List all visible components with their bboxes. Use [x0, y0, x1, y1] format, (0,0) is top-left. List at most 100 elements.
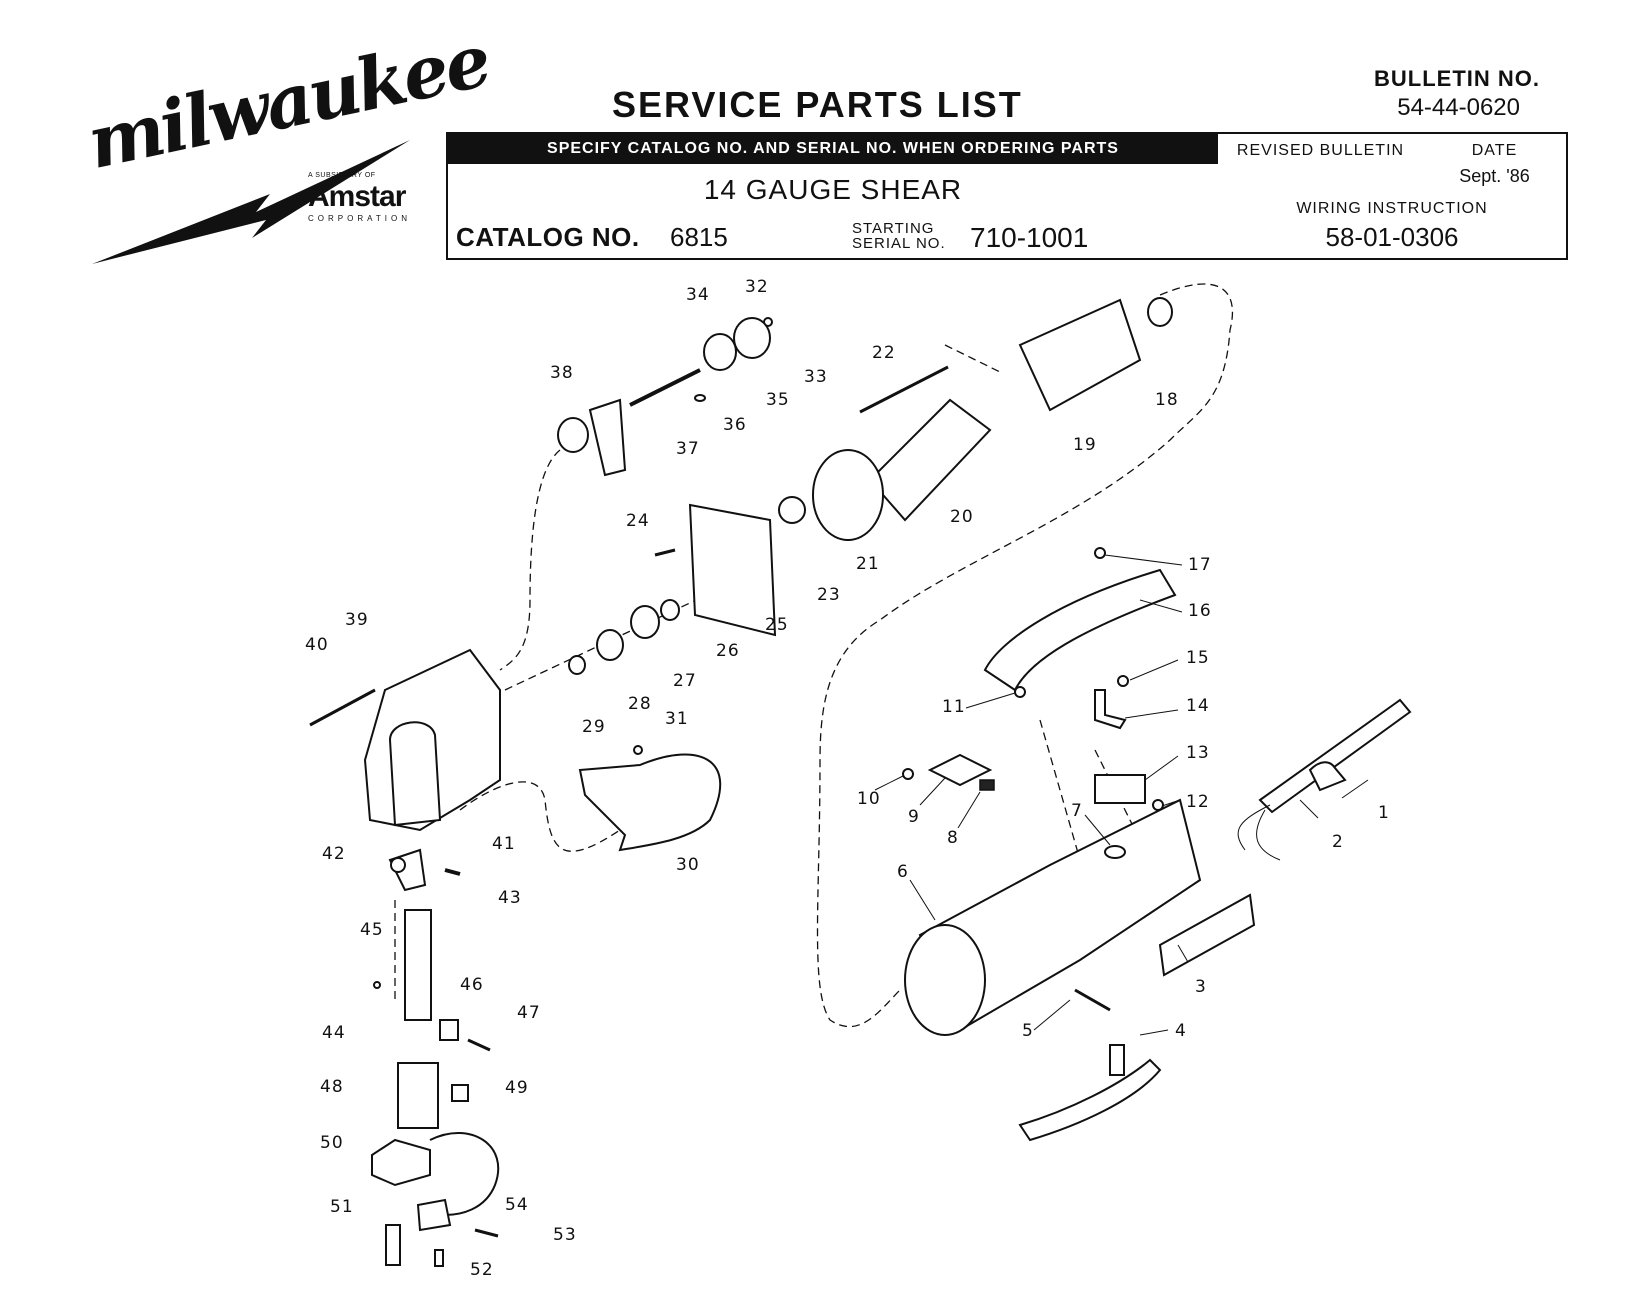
bracket-14 [1094, 689, 1127, 730]
callout-51: 51 [330, 1197, 354, 1217]
catalog-cell: CATALOG NO. 6815 [448, 216, 842, 260]
logo-amstar: Amstar [308, 180, 406, 213]
callout-30: 30 [676, 855, 700, 875]
gear-27 [630, 605, 660, 639]
block-49 [451, 1084, 469, 1102]
screw-17 [1094, 547, 1106, 559]
bulletin-label: BULLETIN NO. [1374, 66, 1540, 91]
callout-14: 14 [1186, 696, 1210, 716]
date-label: DATE [1471, 142, 1518, 159]
callout-3: 3 [1195, 977, 1207, 997]
bearing-29 [568, 655, 586, 675]
callout-4: 4 [1175, 1021, 1187, 1041]
screw-51 [385, 1224, 401, 1266]
page-title: SERVICE PARTS LIST [612, 84, 1023, 125]
callout-19: 19 [1073, 435, 1097, 455]
bearing-26 [660, 599, 680, 621]
callout-36: 36 [723, 415, 747, 435]
screw-53 [474, 1228, 499, 1238]
callout-40: 40 [305, 635, 329, 655]
callout-26: 26 [716, 641, 740, 661]
callout-43: 43 [498, 888, 522, 908]
screw-15 [1117, 675, 1129, 687]
callout-31: 31 [665, 709, 689, 729]
cover-16 [983, 568, 1177, 692]
callout-38: 38 [550, 363, 574, 383]
gear-case-boss [388, 721, 442, 827]
callout-13: 13 [1186, 743, 1210, 763]
plunger-44 [404, 909, 432, 1021]
foot-part [1018, 1058, 1162, 1142]
washer-7 [1104, 845, 1126, 859]
bearing-34 [703, 333, 737, 371]
screw-5 [1074, 988, 1111, 1012]
callout-45: 45 [360, 920, 384, 940]
fan-21 [812, 449, 884, 541]
serial-cell: STARTING SERIAL NO. 710-1001 [842, 216, 1218, 260]
callout-12: 12 [1186, 792, 1210, 812]
callout-6: 6 [897, 862, 909, 882]
key-36 [694, 394, 706, 402]
callout-48: 48 [320, 1077, 344, 1097]
callout-28: 28 [628, 694, 652, 714]
callout-46: 46 [460, 975, 484, 995]
bulletin-number: 54-44-0620 [1397, 94, 1520, 121]
bearing-18 [1147, 297, 1173, 327]
screw-11 [1014, 686, 1026, 698]
callout-23: 23 [817, 585, 841, 605]
screw-52 [434, 1249, 444, 1267]
callout-16: 16 [1188, 601, 1212, 621]
callout-22: 22 [872, 343, 896, 363]
armature-20 [868, 398, 992, 522]
brush-8 [979, 779, 995, 791]
screw-40 [309, 688, 376, 727]
callout-32: 32 [745, 277, 769, 297]
callout-42: 42 [322, 844, 346, 864]
pin-42 [390, 857, 406, 873]
callout-20: 20 [950, 507, 974, 527]
logo-subsidiary-text: A SUBSIDIARY OF [308, 172, 376, 179]
callout-33: 33 [804, 367, 828, 387]
callout-44: 44 [322, 1023, 346, 1043]
catalog-number: 6815 [670, 222, 728, 252]
callout-37: 37 [676, 439, 700, 459]
gear-plate-25 [688, 503, 777, 637]
wiring-number: 58-01-0306 [1325, 222, 1459, 252]
blade-50 [371, 1138, 431, 1187]
cord-assembly [1237, 698, 1412, 861]
serial-label: STARTING SERIAL NO. [852, 220, 946, 252]
callout-9: 9 [908, 807, 920, 827]
callout-8: 8 [947, 828, 959, 848]
block-46 [439, 1019, 459, 1041]
lightning-bolt-icon [92, 140, 410, 264]
product-name: 14 GAUGE SHEAR [703, 174, 963, 205]
gear-28 [596, 629, 624, 661]
callout-35: 35 [766, 390, 790, 410]
callout-52: 52 [470, 1260, 494, 1280]
callout-15: 15 [1186, 648, 1210, 668]
brush-holder-9 [927, 753, 993, 787]
shaft-37 [629, 368, 701, 407]
callout-2: 2 [1332, 832, 1344, 852]
nameplate-part [1158, 893, 1256, 977]
catalog-label: CATALOG NO. [456, 222, 640, 252]
link [588, 398, 627, 477]
screw-10 [902, 768, 914, 780]
logo-corporation: CORPORATION [308, 214, 411, 223]
screw-31 [633, 745, 643, 755]
callout-24: 24 [626, 511, 650, 531]
screw-47 [467, 1038, 491, 1052]
bearing-23 [778, 496, 806, 524]
specify-notice: SPECIFY CATALOG NO. AND SERIAL NO. WHEN … [448, 134, 1218, 164]
date-cell: DATE Sept. '86 [1423, 134, 1566, 194]
block-54 [416, 1198, 452, 1232]
callout-7: 7 [1071, 801, 1083, 821]
screw-22 [859, 365, 949, 414]
callout-41: 41 [492, 834, 516, 854]
bearing-38 [557, 417, 589, 453]
callout-54: 54 [505, 1195, 529, 1215]
blade-arc [429, 1131, 500, 1216]
callout-5: 5 [1022, 1021, 1034, 1041]
callout-50: 50 [320, 1133, 344, 1153]
